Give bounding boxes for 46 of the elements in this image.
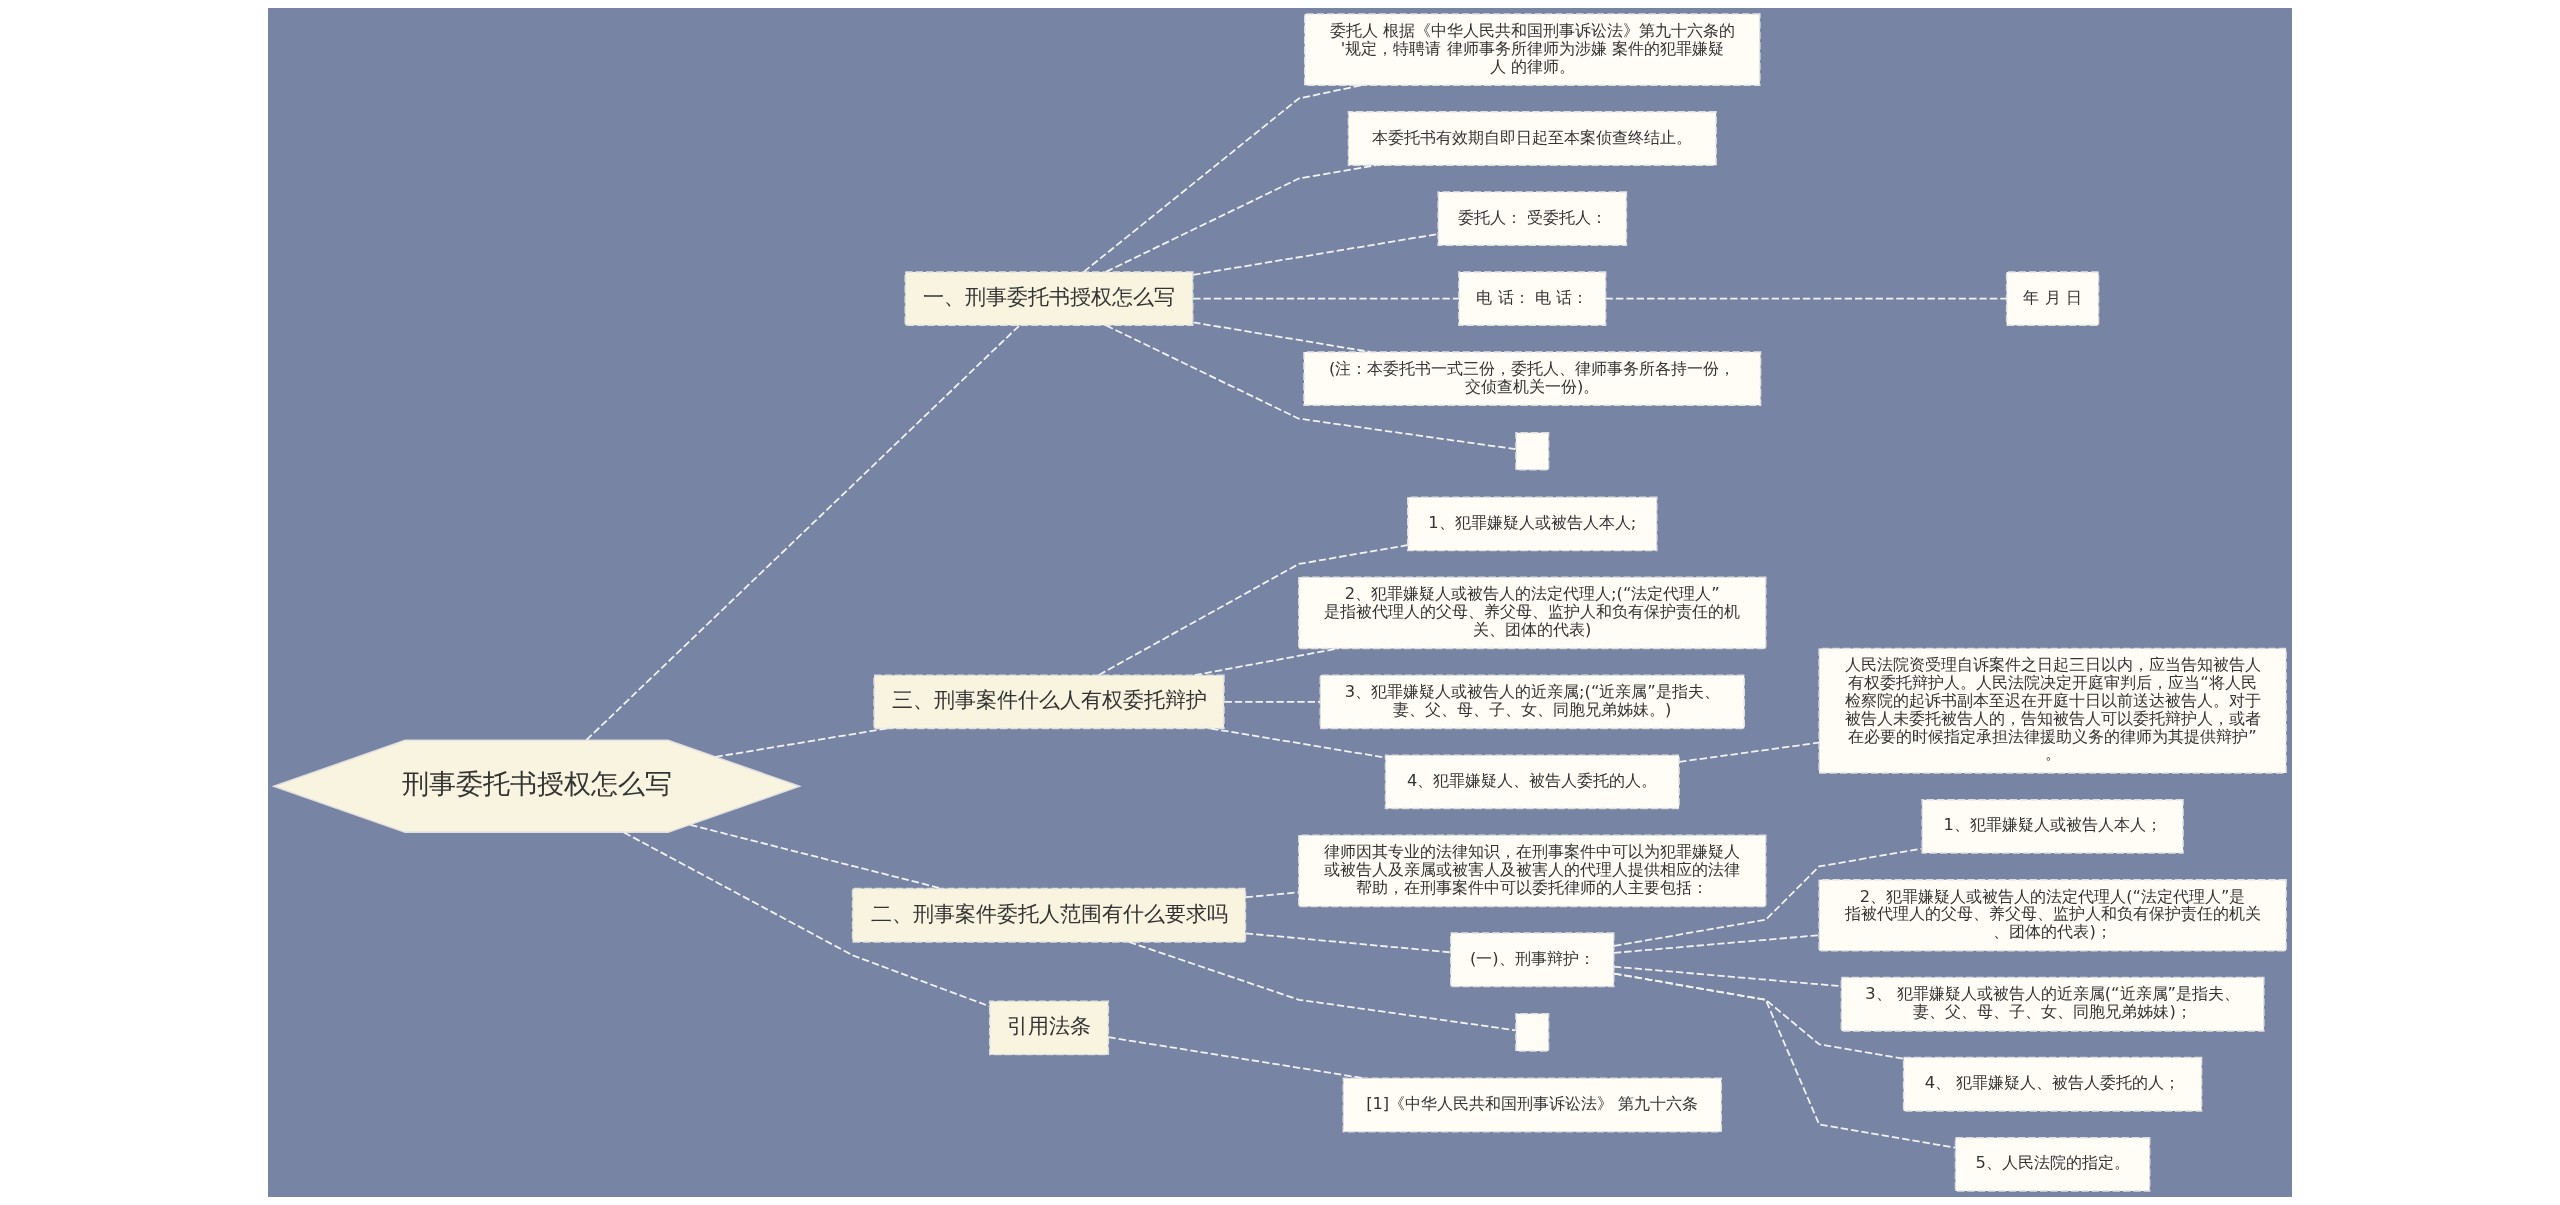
connector xyxy=(1613,847,1923,947)
node-box: 5、人民法院的指定。 xyxy=(1954,1136,2151,1192)
node-box: 1、犯罪嫌疑人或被告人本人; xyxy=(1407,496,1658,552)
connector xyxy=(1613,965,1842,988)
connector xyxy=(1105,324,1517,451)
connector xyxy=(1105,164,1377,273)
node-box: 2、犯罪嫌疑人或被告人的法定代理人(“法定代理人”是指被代理人的父母、养父母、监护人和负有保护责任的机关、团体的代表)； xyxy=(1818,878,2287,952)
node-box: 3、 犯罪嫌疑人或被告人的近亲属(“近亲属”是指夫、妻、父、母、子、女、同胞兄弟姊妹)； xyxy=(1840,976,2265,1032)
node-box: (一)、刑事辩护： xyxy=(1450,932,1615,988)
connector xyxy=(1192,297,1460,300)
node-box: 4、 犯罪嫌疑人、被告人委托的人； xyxy=(1902,1056,2203,1112)
node-box: 律师因其专业的法律知识，在刑事案件中可以为犯罪嫌疑人或被告人及亲属或被害人及被害人的代理人提供相应的法律帮助，在刑事案件中可以委托律师的人主要包括： xyxy=(1298,834,1767,908)
connector xyxy=(1223,700,1321,703)
connector xyxy=(1613,972,1957,1149)
node-box: 年 月 日 xyxy=(2005,271,2100,327)
node-box: [1]《中华人民共和国刑事诉讼法》 第九十六条 xyxy=(1342,1077,1722,1133)
node-box: 委托人 根据《中华人民共和国刑事诉讼法》第九十六条的'规定，特聘请 律师事务所律师为涉嫌 案件的犯罪嫌疑人 的律师。 xyxy=(1304,13,1761,86)
connector xyxy=(1083,84,1363,273)
node-box: 3、犯罪嫌疑人或被告人的近亲属;(“近亲属”是指夫、妻、父、母、子、女、同胞兄弟姊妹。) xyxy=(1319,674,1745,730)
node-box: 电 话： 电 话： xyxy=(1458,271,1607,327)
node-box: 三、刑事案件什么人有权委托辩护 xyxy=(873,674,1225,730)
node-box: (注：本委托书一式三份，委托人、律师事务所各持一份，交侦查机关一份)。 xyxy=(1303,351,1762,407)
node-box: 引用法条 xyxy=(989,1000,1110,1056)
connector xyxy=(585,324,1021,741)
connector xyxy=(1128,941,1517,1032)
connector xyxy=(714,727,888,758)
connector xyxy=(1192,321,1372,353)
connector xyxy=(1604,297,2008,300)
node-box: 人民法院资受理自诉案件之日起三日以内，应当告知被告人有权委托辩护人。人民法院决定开庭审判后，应当“将人民检察院的起诉书副本至迟在开庭十日以前送达被告人。对于被告人未委托被告人的，告知被告人可以委托辩护人，或者在必要的时候指定承担法律援助义务的律师为其提供辩护”。 xyxy=(1818,647,2287,774)
connector xyxy=(623,831,991,1008)
connector xyxy=(1098,544,1409,676)
node-box: 1、犯罪嫌疑人或被告人本人； xyxy=(1921,798,2184,854)
node-box: 一、刑事委托书授权怎么写 xyxy=(904,271,1194,327)
connector xyxy=(1192,233,1439,276)
node-box: 委托人： 受委托人： xyxy=(1437,191,1628,246)
node-box: 4、犯罪嫌疑人、被告人委托的人。 xyxy=(1384,754,1680,810)
node-box xyxy=(1515,1013,1550,1052)
connector xyxy=(1678,741,1820,763)
connector xyxy=(1244,891,1300,899)
connector xyxy=(1193,647,1340,677)
node-box xyxy=(1515,432,1550,471)
node-box: 2、犯罪嫌疑人或被告人的法定代理人;(“法定代理人”是指被代理人的父母、养父母、监护人和负有保护责任的机关、团体的代表) xyxy=(1298,576,1767,650)
connector xyxy=(1244,932,1452,954)
connector xyxy=(1613,934,1820,954)
node-box: 本委托书有效期自即日起至本案侦查终结止。 xyxy=(1347,111,1717,166)
node-box: 二、刑事案件委托人范围有什么要求吗 xyxy=(851,887,1247,943)
